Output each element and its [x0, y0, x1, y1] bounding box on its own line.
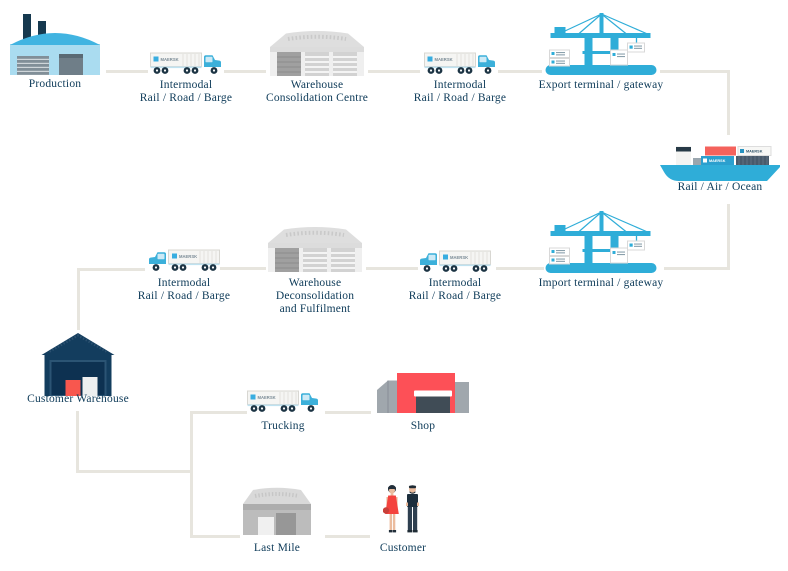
node-label: Consolidation Centre [265, 92, 369, 104]
node-rail-air-ocean: MAERSK MAERSK Rail / Air / Ocean [655, 137, 785, 207]
last-mile-warehouse-icon [243, 487, 311, 535]
node-import-terminal: Import terminal / gateway [506, 207, 696, 307]
node-production: Production [0, 14, 110, 109]
truck-icon: MAERSK [420, 250, 491, 272]
node-label: Rail / Road / Barge [408, 290, 502, 302]
node-label: Intermodal [159, 79, 213, 91]
connector-line [496, 267, 544, 270]
crane-icon [545, 211, 657, 273]
node-shop: Shop [373, 371, 473, 436]
node-label: Intermodal [157, 277, 211, 289]
node-label: Warehouse [290, 79, 344, 91]
truck-icon: MAERSK [247, 390, 318, 412]
node-label: and Fulfilment [279, 303, 351, 315]
node-label: Rail / Road / Barge [413, 92, 507, 104]
node-last-mile: Last Mile [227, 486, 327, 561]
connector-line [325, 411, 371, 414]
node-customer-warehouse: Customer Warehouse [8, 330, 148, 415]
node-label: Production [28, 78, 82, 90]
connector-line [325, 535, 370, 538]
connector-line [664, 267, 728, 270]
factory-icon [10, 14, 100, 75]
connector-line [77, 268, 80, 330]
connector-line [727, 70, 730, 135]
warehouse-icon [268, 227, 362, 272]
ship-icon: MAERSK MAERSK [660, 146, 780, 181]
node-intermodal-3: MAERSK Intermodal Rail / Road / Barge [395, 250, 515, 360]
node-intermodal-2: MAERSK Intermodal Rail / Road / Barge [400, 52, 520, 162]
node-label: Last Mile [253, 542, 301, 554]
node-label: Export terminal / gateway [538, 79, 664, 91]
svg-text:MAERSK: MAERSK [435, 57, 453, 62]
connector-line [660, 70, 730, 73]
truck-icon: MAERSK [149, 249, 220, 271]
connector-line [498, 70, 542, 73]
node-label: Deconsolidation [275, 290, 355, 302]
node-label: Shop [410, 420, 436, 432]
node-warehouse-consolidation: Warehouse Consolidation Centre [247, 30, 387, 145]
connector-line [190, 411, 247, 414]
connector-line [366, 267, 418, 270]
connector-line [224, 70, 266, 73]
truck-icon: MAERSK [424, 52, 495, 74]
svg-text:MAERSK: MAERSK [161, 57, 179, 62]
node-intermodal-4: MAERSK Intermodal Rail / Road / Barge [124, 249, 244, 359]
node-label: Rail / Air / Ocean [677, 181, 763, 193]
node-customer: Customer [353, 483, 453, 558]
connector-line [190, 535, 240, 538]
connector-line [77, 268, 145, 271]
node-label: Import terminal / gateway [538, 277, 664, 289]
connector-line [190, 411, 193, 538]
node-label: Rail / Road / Barge [139, 92, 233, 104]
warehouse-icon [270, 31, 364, 76]
node-label: Customer Warehouse [27, 393, 129, 405]
node-label: Intermodal [428, 277, 482, 289]
node-label: Intermodal [433, 79, 487, 91]
node-label: Trucking [261, 420, 305, 432]
node-export-terminal: Export terminal / gateway [506, 9, 696, 109]
connector-line [727, 204, 730, 270]
connector-line [76, 470, 192, 473]
crane-icon [545, 13, 657, 75]
node-warehouse-deconsolidation: Warehouse Deconsolidation and Fulfilment [245, 226, 385, 341]
connector-line [220, 267, 266, 270]
node-label: Customer [379, 542, 427, 554]
shop-icon [377, 373, 469, 413]
svg-text:MAERSK: MAERSK [179, 254, 197, 259]
connector-line [76, 411, 79, 473]
connector-line [106, 70, 148, 73]
node-label: Warehouse [288, 277, 342, 289]
customer-people-icon [383, 485, 419, 533]
svg-text:MAERSK: MAERSK [746, 149, 763, 153]
svg-text:MAERSK: MAERSK [709, 159, 726, 163]
node-label: Rail / Road / Barge [137, 290, 231, 302]
connector-line [368, 70, 420, 73]
node-intermodal-1: MAERSK Intermodal Rail / Road / Barge [126, 52, 246, 162]
node-trucking: MAERSK Trucking [223, 390, 343, 445]
truck-icon: MAERSK [150, 52, 221, 74]
svg-text:MAERSK: MAERSK [258, 395, 276, 400]
svg-text:MAERSK: MAERSK [450, 255, 468, 260]
customer-warehouse-icon [41, 333, 115, 396]
